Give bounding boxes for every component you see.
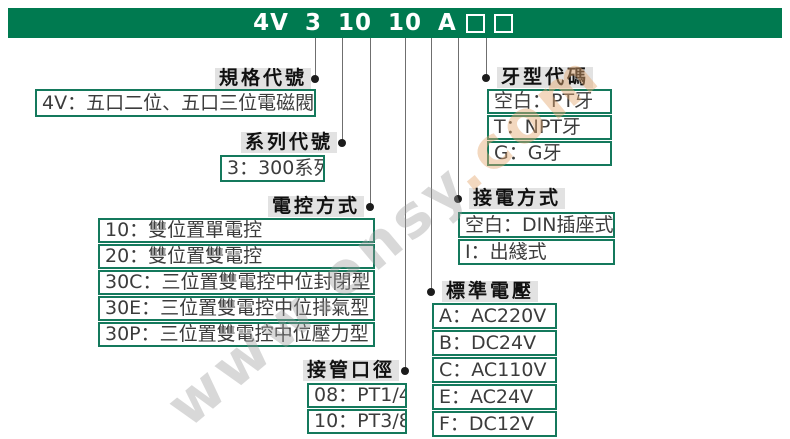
section-label-voltage: 標準電壓 <box>442 281 539 302</box>
table-row: A：AC220V <box>432 303 557 329</box>
table-row: 空白：DIN插座式 <box>458 212 615 238</box>
table-row: 3：300系列 <box>220 155 325 182</box>
model-code-header: 4V 3 10 10 A <box>8 8 782 38</box>
connector-dot-port <box>401 367 409 375</box>
table-row: 30P：三位置雙電控中位壓力型 <box>98 322 375 347</box>
spec-table: 4V：五口二位、五口三位電磁閥 <box>35 89 316 118</box>
connector-line-thread <box>485 38 487 78</box>
section-label-control: 電控方式 <box>267 196 364 217</box>
connector-line-voltage <box>430 38 432 292</box>
table-row: T：NPT牙 <box>487 115 612 140</box>
table-row: E：AC24V <box>432 384 557 410</box>
table-row: F：DC12V <box>432 411 557 437</box>
table-row: B：DC24V <box>432 330 557 356</box>
table-row: 08：PT1/4 <box>307 383 407 408</box>
table-row: 30C：三位置雙電控中位封閉型 <box>98 270 375 295</box>
connector-dot-spec <box>311 75 319 83</box>
connector-dot-series <box>338 139 346 147</box>
placeholder-square-icon <box>493 13 513 33</box>
section-label-spec: 規格代號 <box>214 68 311 89</box>
section-label-wiring: 接電方式 <box>469 188 566 209</box>
table-row: 20：雙位置雙電控 <box>98 244 375 269</box>
connector-line-wiring <box>457 38 459 199</box>
connector-dot-wiring <box>454 195 462 203</box>
table-row: 4V：五口二位、五口三位電磁閥 <box>35 89 316 117</box>
table-row: 30E：三位置雙電控中位排氣型 <box>98 296 375 321</box>
placeholder-square-icon <box>465 13 485 33</box>
table-row: 空白：PT牙 <box>487 89 612 114</box>
connector-dot-control <box>366 203 374 211</box>
connector-dot-thread <box>482 74 490 82</box>
model-code-text: 4V 3 10 10 A <box>253 10 457 36</box>
connector-dot-voltage <box>427 288 435 296</box>
connector-line-control <box>369 38 371 207</box>
connector-line-port <box>404 38 406 371</box>
table-row: I：出綫式 <box>458 239 615 265</box>
section-label-series: 系列代號 <box>240 132 337 153</box>
section-label-thread: 牙型代碼 <box>497 67 594 88</box>
section-label-port: 接管口徑 <box>302 360 399 381</box>
connector-line-spec <box>314 38 316 79</box>
connector-line-series <box>341 38 343 143</box>
table-row: G：G牙 <box>487 141 612 166</box>
table-row: C：AC110V <box>432 357 557 383</box>
table-row: 10：雙位置單電控 <box>98 218 375 243</box>
table-row: 10：PT3/8 <box>307 409 407 434</box>
series-table: 3：300系列 <box>220 155 325 183</box>
